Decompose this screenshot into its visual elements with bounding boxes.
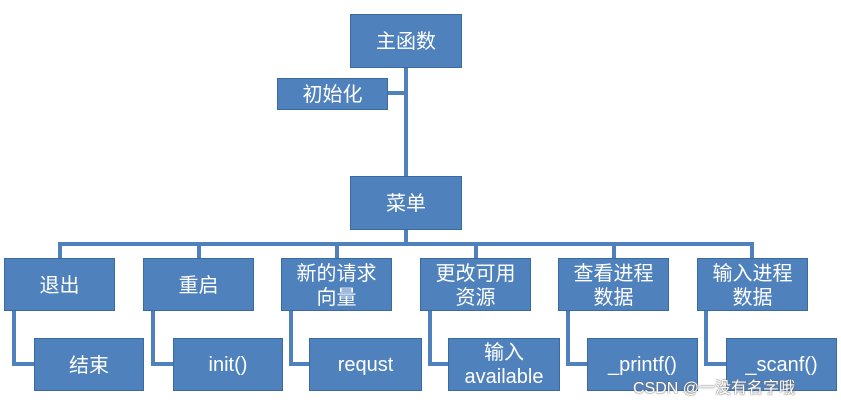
menu-box: 菜单 <box>350 176 462 230</box>
change-available-label-line2: 资源 <box>455 284 496 309</box>
scanf-box: _scanf() <box>726 338 837 391</box>
scanf-label: _scanf() <box>745 353 818 376</box>
init-call-label: init() <box>208 353 248 376</box>
exit-label: 退出 <box>39 272 80 297</box>
elbow-view-printf <box>566 309 589 366</box>
input-available-box: 输入 available <box>448 338 560 391</box>
end-label: 结束 <box>69 352 109 377</box>
elbow-exit-end <box>12 309 36 366</box>
new-request-label-line2: 向量 <box>316 284 357 309</box>
input-process-label-line1: 输入进程 <box>712 260 793 285</box>
input-process-box: 输入进程 数据 <box>697 258 808 311</box>
main-function-box: 主函数 <box>350 14 462 68</box>
initialize-label: 初始化 <box>302 82 363 106</box>
end-box: 结束 <box>34 338 144 391</box>
change-available-label-line1: 更改可用 <box>435 260 516 285</box>
elbow-restart-init <box>151 309 175 366</box>
main-function-label: 主函数 <box>376 29 436 53</box>
menu-label: 菜单 <box>386 191 426 215</box>
requst-box: requst <box>309 338 422 391</box>
initialize-box: 初始化 <box>277 78 388 110</box>
new-request-label-line1: 新的请求 <box>296 260 377 285</box>
change-available-box: 更改可用 资源 <box>420 258 531 311</box>
elbow-input-scanf <box>704 309 728 366</box>
exit-box: 退出 <box>4 258 115 311</box>
new-request-box: 新的请求 向量 <box>281 258 392 311</box>
view-process-label-line2: 数据 <box>593 284 634 309</box>
csdn-watermark: CSDN @一没有名字哦 <box>633 380 796 397</box>
restart-box: 重启 <box>143 258 254 311</box>
printf-label: _printf() <box>608 353 677 376</box>
requst-label: requst <box>337 353 394 376</box>
view-process-box: 查看进程 数据 <box>558 258 669 311</box>
init-call-box: init() <box>173 338 283 391</box>
restart-label: 重启 <box>178 272 219 297</box>
input-available-label-line1: 输入 <box>484 341 524 364</box>
input-process-label-line2: 数据 <box>732 284 773 309</box>
view-process-label-line1: 查看进程 <box>573 260 654 285</box>
input-available-label-line2: available <box>464 365 544 388</box>
elbow-request-requst <box>289 309 311 366</box>
printf-box: _printf() <box>587 338 698 391</box>
elbow-change-input <box>428 309 450 366</box>
